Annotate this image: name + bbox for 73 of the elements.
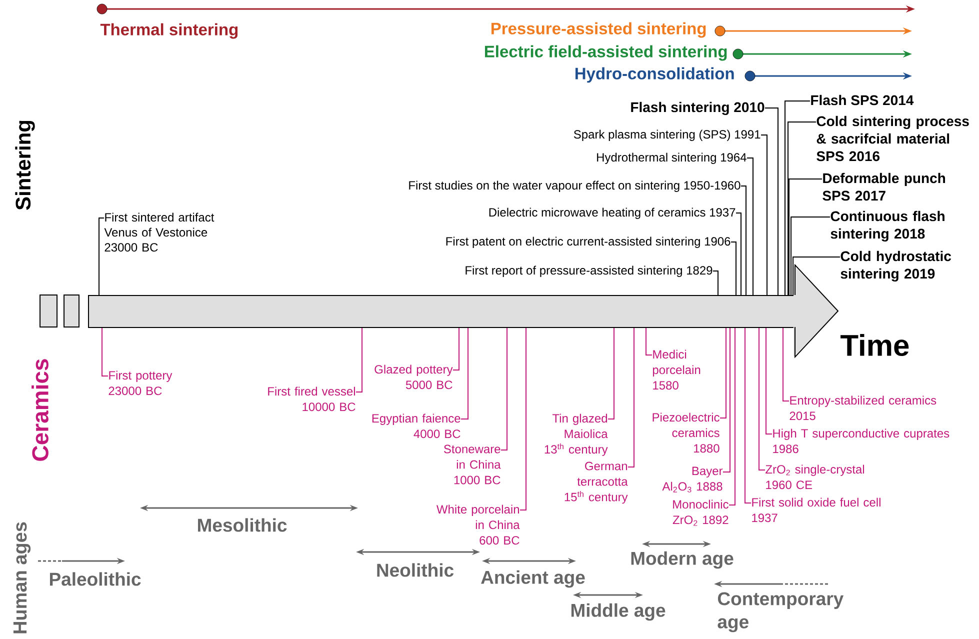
leader-line xyxy=(764,108,778,296)
leader-line xyxy=(356,328,362,392)
leader-line xyxy=(500,328,508,450)
leader-line xyxy=(608,328,614,420)
series-label: Electric field-assisted sintering xyxy=(485,45,727,61)
leader-line xyxy=(646,328,652,356)
event-label: Medici porcelain 1580 xyxy=(652,350,700,390)
leader-line xyxy=(730,242,736,296)
period-label: Contemporary age xyxy=(718,592,844,632)
event-label: Bayer Al$_{2}$O$_{3}$ 1888 xyxy=(662,466,723,492)
period-label: Middle age xyxy=(571,603,666,621)
event-label: High T superconductive cuprates 1986 xyxy=(773,428,950,454)
event-label: First patent on electric current-assisted sintering 1906 xyxy=(446,236,730,248)
leader-line xyxy=(102,328,108,376)
leader-line xyxy=(782,328,790,402)
leader-line xyxy=(460,328,468,420)
event-label: Monoclinic ZrO$_{2}$ 1892 xyxy=(672,500,728,526)
leader-line xyxy=(790,216,830,296)
leader-line xyxy=(452,328,460,370)
event-label: Flash sintering 2010 xyxy=(631,102,764,115)
event-label: First sintered artifact Venus of Vestonice 23000 BC xyxy=(104,212,214,252)
time-arrow xyxy=(88,264,839,358)
leader-line xyxy=(758,328,766,470)
event-label: ZrO$_{2}$ single-crystal 1960 CE xyxy=(766,464,864,490)
leader-line xyxy=(784,100,810,296)
event-label: Cold hydrostatic sintering 2019 xyxy=(840,250,952,282)
event-label: Entropy-stabilized ceramics 2015 xyxy=(790,396,936,420)
leader-line xyxy=(788,122,816,296)
period-label: Paleolithic xyxy=(50,572,141,586)
event-label: Glazed pottery 5000 BC xyxy=(374,364,453,390)
event-label: Egyptian faience 4000 BC xyxy=(372,414,460,438)
period-label: Mesolithic xyxy=(198,518,287,532)
leader-line xyxy=(746,158,754,296)
event-label: Deformable punch SPS 2017 xyxy=(822,172,945,201)
leader-line xyxy=(728,328,736,506)
leader-line xyxy=(712,270,718,296)
event-label: Dielectric microwave heating of ceramics 1937 xyxy=(489,208,736,219)
period-label: Neolithic xyxy=(377,563,454,577)
leader-line xyxy=(720,328,726,418)
event-label: First fired vessel 10000 BC xyxy=(268,386,356,412)
leader-line xyxy=(520,328,526,510)
leader-line xyxy=(760,134,768,296)
leader-line xyxy=(740,186,746,296)
event-label: First solid oxide fuel cell 1937 xyxy=(752,498,880,522)
leader-line xyxy=(792,256,840,296)
event-label: Hydrothermal sintering 1964 xyxy=(597,152,746,164)
leader-line xyxy=(722,328,730,472)
event-label: Stoneware in China 1000 BC xyxy=(444,444,501,484)
axis-label: Time xyxy=(840,334,909,356)
event-label: Continuous flash sintering 2018 xyxy=(830,210,944,242)
series-label: Thermal sintering xyxy=(100,23,238,39)
leader-line xyxy=(628,328,634,468)
event-label: First studies on the water vapour effect on sintering 1950-1960 xyxy=(409,180,740,192)
leader-line xyxy=(98,218,104,296)
event-label: First pottery 23000 BC xyxy=(108,370,172,396)
event-label: Cold sintering process & sacrifcial material SPS 2016 xyxy=(816,116,969,162)
event-label: Spark plasma sintering (SPS) 1991 xyxy=(574,130,760,141)
leader-line xyxy=(736,212,742,296)
event-label: Tin glazed Maiolica 13$^{th}$ century xyxy=(544,414,608,456)
period-label: Modern age xyxy=(631,551,734,569)
series-label: Pressure-assisted sintering xyxy=(491,22,706,38)
event-label: Piezoelectric ceramics 1880 xyxy=(652,412,720,453)
series-label: Hydro-consolidation xyxy=(576,67,734,83)
section-label: Sintering xyxy=(15,120,35,210)
leader-line xyxy=(744,328,752,504)
event-label: Flash SPS 2014 xyxy=(811,94,914,106)
section-label: Ceramics xyxy=(32,359,48,461)
event-label: German terracotta 15$^{th}$ century xyxy=(564,462,628,504)
event-label: White porcelain in China 600 BC xyxy=(436,504,520,545)
leader-line xyxy=(788,178,822,296)
section-label: Human ages xyxy=(13,522,31,634)
period-label: Ancient age xyxy=(481,570,585,588)
leader-line xyxy=(766,328,772,434)
